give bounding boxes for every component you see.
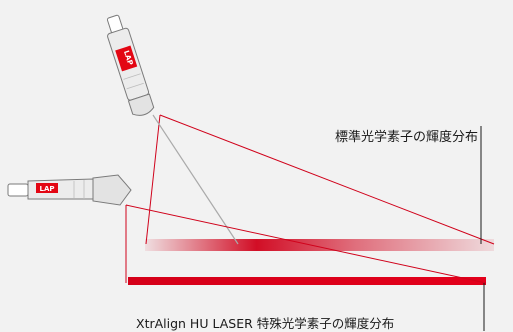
left-laser-beam [125, 204, 487, 284]
top-laser-beam [145, 114, 495, 245]
lap-logo [115, 45, 138, 72]
xtralign-optic-label: XtrAlign HU LASER 特殊光学素子の輝度分布 [136, 316, 395, 331]
laser-left-device: LAP [7, 174, 132, 206]
laser-top-device: LAP [106, 14, 155, 116]
standard-optic-label: 標準光学素子の輝度分布 [334, 130, 478, 145]
lap-logo-text: LAP [39, 185, 54, 193]
standard-brightness-band [145, 239, 494, 251]
lap-logo [36, 183, 58, 193]
special-brightness-band [128, 277, 486, 285]
top-laser-axis [152, 114, 239, 245]
